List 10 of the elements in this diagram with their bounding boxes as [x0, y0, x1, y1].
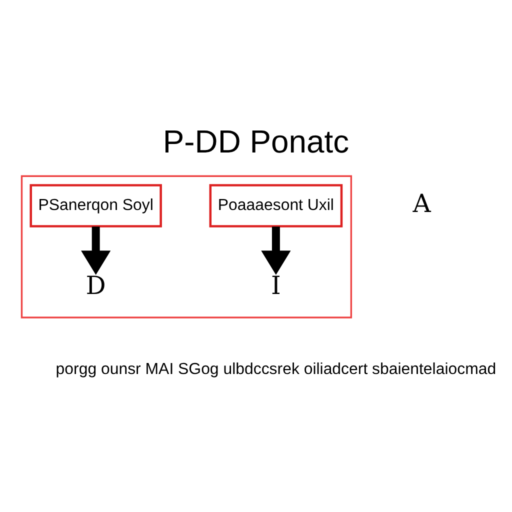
node-text: D	[86, 270, 106, 300]
node-box: PSanerqon Soyl	[30, 184, 162, 227]
node-box: Poaaaesont Uxil	[209, 184, 343, 227]
diagram-title: P-DD Ponatc	[162, 123, 350, 160]
label: porgg ounsr MAI SGog ulbdccsrek oiliadcert sbaientelaiocmad	[56, 360, 496, 378]
arrow	[81, 226, 111, 274]
arrow	[261, 226, 291, 274]
label: A	[412, 188, 431, 218]
node-text: I	[270, 270, 281, 300]
cluster	[20, 174, 352, 318]
